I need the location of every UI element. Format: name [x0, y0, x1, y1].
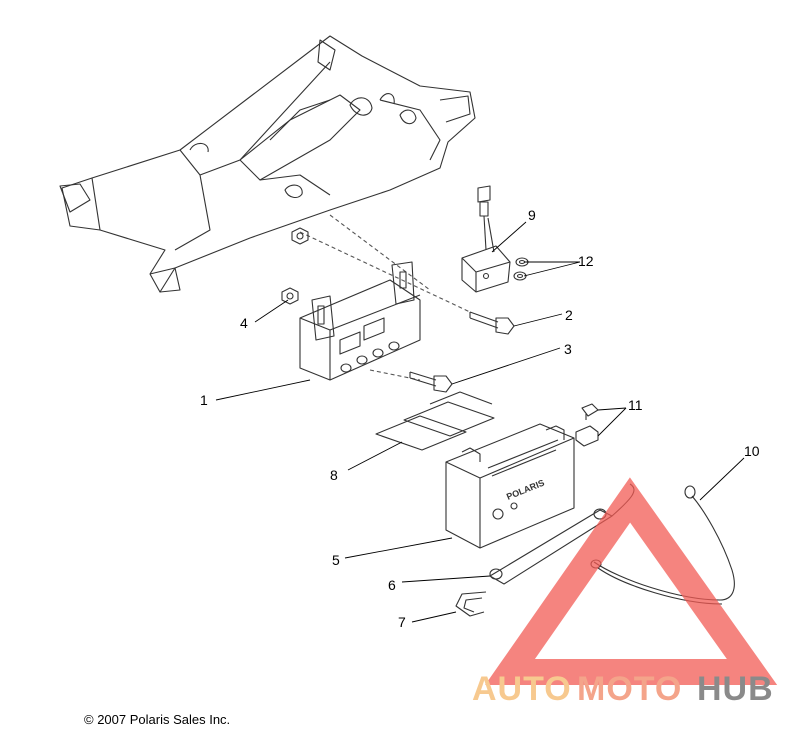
callout-7: 7 — [398, 614, 406, 630]
battery-brand-label: POLARIS — [505, 478, 546, 502]
callout-9: 9 — [528, 207, 536, 223]
callout-4: 4 — [240, 315, 248, 331]
battery-box — [299, 261, 421, 381]
washers — [513, 257, 529, 281]
callout-numbers: 1 2 3 4 5 6 7 8 9 10 11 12 — [200, 207, 760, 630]
copyright-notice: © 2007 Polaris Sales Inc. — [84, 712, 231, 727]
frame — [59, 35, 476, 293]
callout-6: 6 — [388, 577, 396, 593]
bolt-2 — [469, 311, 515, 335]
callout-1: 1 — [200, 392, 208, 408]
terminal-hardware — [575, 403, 599, 447]
pads — [375, 391, 495, 451]
bolt-3 — [409, 371, 453, 393]
watermark-logo: AUTO MOTO HUB — [472, 477, 778, 708]
hook — [455, 591, 487, 617]
callout-11: 11 — [628, 397, 643, 413]
watermark-moto: MOTO — [577, 670, 682, 708]
callout-12: 12 — [578, 253, 594, 269]
battery — [445, 423, 575, 549]
callout-10: 10 — [744, 443, 760, 459]
nut-4 — [281, 287, 299, 305]
watermark-hub: HUB — [697, 670, 774, 708]
callout-3: 3 — [564, 341, 572, 357]
callout-2: 2 — [565, 307, 573, 323]
watermark-auto: AUTO — [472, 670, 572, 708]
callout-8: 8 — [330, 467, 338, 483]
regulator — [461, 185, 511, 293]
frame-nut — [291, 227, 309, 245]
callout-5: 5 — [332, 552, 340, 568]
leader-lines — [215, 221, 745, 623]
